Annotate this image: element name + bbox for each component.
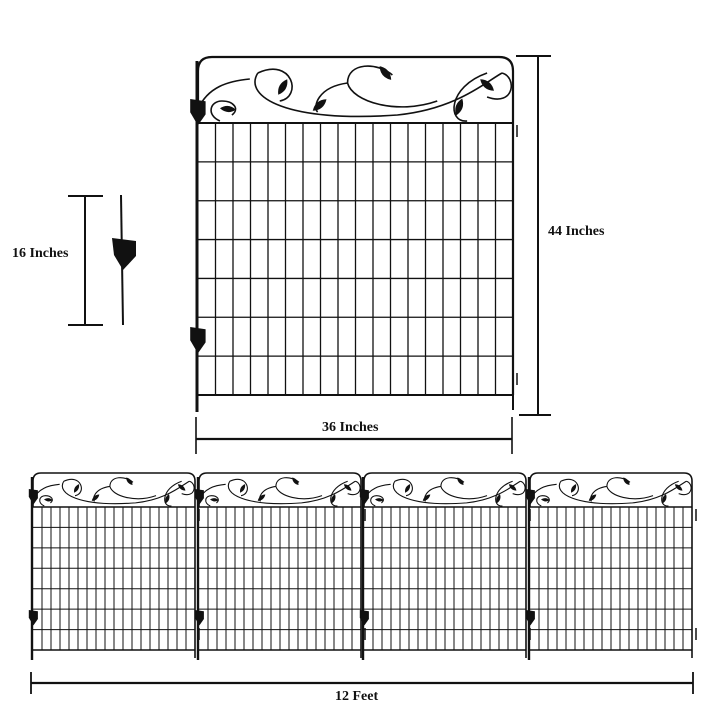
scroll-ornament <box>109 486 157 500</box>
leaf-icon <box>219 105 236 113</box>
stake-fin-icon <box>525 489 535 505</box>
scroll-ornament <box>661 480 679 507</box>
scroll-ornament <box>486 72 512 100</box>
scroll-ornament <box>606 486 654 500</box>
leaf-icon <box>674 484 683 491</box>
scroll-ornament <box>560 478 579 497</box>
scroll-ornament <box>181 480 195 496</box>
stake-fin-icon <box>112 238 136 270</box>
scroll-ornament <box>440 486 488 500</box>
scroll-ornament <box>61 480 190 505</box>
leaf-icon <box>177 484 186 491</box>
scroll-ornament <box>394 478 413 497</box>
scroll-ornament <box>453 72 488 122</box>
stake-fin-icon <box>190 327 206 354</box>
scroll-ornament <box>512 480 526 496</box>
scroll-ornament <box>495 480 513 507</box>
scroll-ornament <box>275 486 323 500</box>
panel-width-label: 36 Inches <box>322 420 379 435</box>
panel-frame <box>32 472 196 650</box>
scroll-ornament <box>229 478 248 497</box>
scroll-ornament <box>315 82 348 113</box>
leaf-icon <box>331 494 336 504</box>
leaf-icon <box>240 484 246 493</box>
leaf-icon <box>422 494 431 501</box>
scroll-ornament <box>347 480 361 496</box>
scroll-ornament <box>197 78 250 110</box>
scroll-ornament <box>257 68 293 102</box>
stake-fin-icon <box>194 609 204 626</box>
panel-height-label: 44 Inches <box>548 224 605 239</box>
leaf-icon <box>126 477 133 486</box>
leaf-icon <box>91 494 100 501</box>
leaf-icon <box>405 484 411 493</box>
leaf-icon <box>379 66 392 80</box>
leaf-icon <box>662 494 667 504</box>
scroll-ornament <box>678 480 692 496</box>
stake-fin-icon <box>190 99 206 126</box>
leaf-icon <box>343 484 352 491</box>
panel-frame <box>196 55 515 395</box>
leaf-icon <box>588 494 597 501</box>
stake-fin-icon <box>359 609 369 626</box>
stake-fin-icon <box>28 489 38 505</box>
leaf-icon <box>496 494 501 504</box>
scroll-ornament <box>392 480 521 505</box>
leaf-icon <box>165 494 170 504</box>
stake-fin-icon <box>28 609 38 626</box>
leaf-icon <box>457 477 464 486</box>
panel-frame <box>363 472 527 650</box>
scroll-ornament <box>346 82 438 108</box>
leaf-icon <box>374 498 384 502</box>
scroll-ornament <box>330 480 348 507</box>
scroll-ornament <box>63 478 82 497</box>
leaf-icon <box>74 484 80 493</box>
leaf-icon <box>292 477 299 486</box>
scroll-ornament <box>254 72 503 118</box>
leaf-icon <box>480 79 494 91</box>
stake-fin-icon <box>525 609 535 626</box>
leaf-icon <box>571 484 577 493</box>
scroll-ornament <box>164 480 182 507</box>
panel-frame <box>529 472 693 650</box>
panel-frame <box>198 472 362 650</box>
leaf-icon <box>43 498 53 502</box>
leaf-icon <box>257 494 266 501</box>
stake-fin-icon <box>359 489 369 505</box>
leaf-icon <box>540 498 550 502</box>
leaf-icon <box>508 484 517 491</box>
leaf-icon <box>455 98 464 116</box>
leaf-icon <box>278 79 288 95</box>
total-length-label: 12 Feet <box>335 689 379 704</box>
leaf-icon <box>209 498 219 502</box>
scroll-ornament <box>227 480 356 505</box>
stake-height-label: 16 Inches <box>12 246 69 261</box>
leaf-icon <box>623 477 630 486</box>
stake-fin-icon <box>194 489 204 505</box>
leaf-icon <box>312 99 327 111</box>
scroll-ornament <box>558 480 687 505</box>
